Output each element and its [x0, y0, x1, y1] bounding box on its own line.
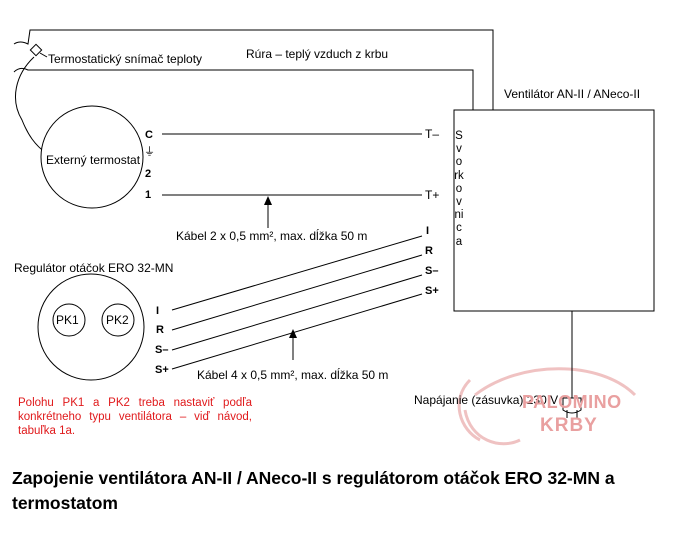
sensor-wire [15, 56, 47, 154]
pipe-label: Rúra – teplý vzduch z krbu [246, 47, 389, 61]
wire-i [171, 235, 423, 311]
cable2-arrow-head [264, 196, 272, 205]
cable4-label: Kábel 4 x 0,5 mm², max. dĺžka 50 m [197, 368, 389, 382]
terminal-block-label: Svorkovnica [454, 130, 464, 248]
diagram-caption: Zapojenie ventilátora AN-II / ANeco-II s… [12, 468, 615, 513]
fan-unit-box [453, 109, 655, 312]
sensor-stem [39, 52, 48, 58]
terminal-s-minus: S– [425, 265, 439, 277]
wire-s-minus [171, 274, 423, 351]
power-label: Napájanie (zásuvka) 230 V [414, 393, 559, 407]
wire-s-plus [171, 293, 423, 370]
fan-unit-label: Ventilátor AN-II / ANeco-II [504, 87, 641, 101]
terminal-r: R [425, 245, 433, 257]
pipe-top-line [13, 29, 494, 110]
watermark-line1: PALOMINO [522, 392, 622, 412]
sensor-label: Termostatický snímač teploty [48, 52, 203, 66]
pin-2: 2 [145, 168, 152, 180]
pin-1: 1 [145, 189, 152, 201]
pin-c: C [145, 129, 153, 141]
terminal-t-minus: T– [425, 127, 440, 141]
pk2-circle [101, 303, 135, 337]
pk1-label: PK1 [56, 313, 79, 327]
pk1-circle [52, 303, 86, 337]
terminal-i: I [426, 225, 430, 237]
terminal-t-plus: T+ [425, 188, 440, 202]
pipe-bottom-line [13, 67, 474, 110]
pk2-label: PK2 [106, 313, 129, 327]
regulator-circle [37, 273, 145, 381]
watermark-logo-shape [457, 367, 637, 446]
reg-pin-s-plus: S+ [155, 364, 169, 376]
cable2-label: Kábel 2 x 0,5 mm², max. dĺžka 50 m [176, 229, 368, 243]
sensor-icon [29, 43, 43, 57]
reg-pin-s-minus: S– [155, 344, 169, 356]
pin-ground: ⏚ [144, 146, 155, 158]
reg-pin-r: R [156, 324, 164, 336]
plug-icon [562, 395, 582, 418]
pk-setting-note: Polohu PK1 a PK2 treba nastaviť podľa ko… [18, 397, 252, 437]
terminal-s-plus: S+ [425, 285, 439, 297]
regulator-label: Regulátor otáčok ERO 32-MN [14, 261, 174, 275]
external-thermostat-label: Externý termostat [46, 153, 141, 167]
external-thermostat-circle [40, 105, 144, 209]
watermark-line2: KRBY [540, 415, 598, 436]
reg-pin-i: I [156, 305, 160, 317]
wire-r [171, 254, 423, 331]
cable4-arrow-head [289, 329, 297, 338]
